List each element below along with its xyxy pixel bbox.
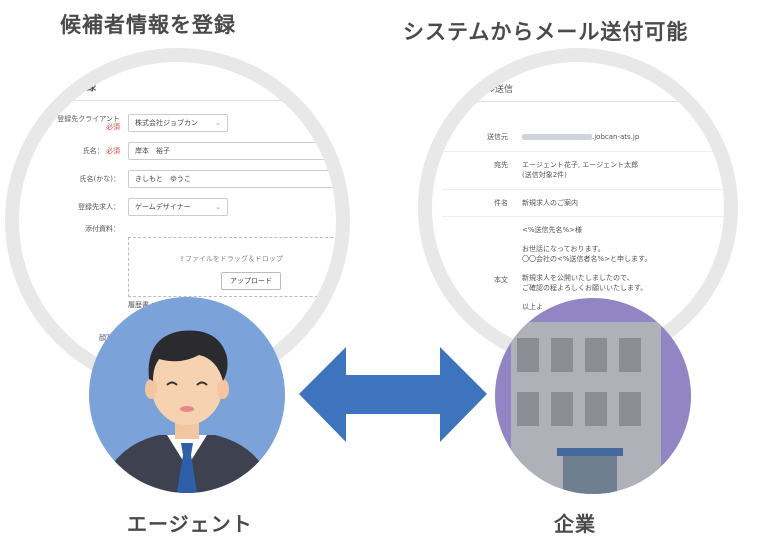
name-input[interactable]: 岸本 裕子 — [128, 142, 336, 160]
job-select[interactable]: ゲームデザイナー ⌄ — [128, 198, 228, 216]
required-mark: 必須 — [106, 146, 120, 155]
to-value: エージェント花子, エージェント太郎 — [522, 160, 639, 169]
attach-row: 添付資料： — [33, 221, 336, 237]
body-textarea[interactable]: <%送信先名%>様 お世話になっております。 〇〇会社の<%送信者名%>と申しま… — [522, 226, 652, 311]
mail-form-title: 一括メール送信 — [442, 76, 724, 102]
office-building-icon — [511, 322, 661, 494]
chevron-down-icon: ⌄ — [215, 203, 221, 211]
from-label: 送信元 — [487, 133, 508, 141]
client-row: 登録先クライアント 必須 株式会社ジョブカン ⌄ — [33, 109, 336, 137]
to-count: (送信対象2件) — [522, 171, 567, 179]
candidate-form-title: 候補者登録 — [33, 72, 336, 101]
from-domain: .jobcan-ats.jp — [592, 133, 640, 141]
subject-label: 件名 — [494, 198, 508, 207]
subject-value[interactable]: 新規求人のご案内 — [522, 198, 578, 207]
blurred-email — [522, 134, 592, 140]
drop-hint: ⇪ファイルをドラッグ＆ドロップ — [179, 255, 283, 263]
required-mark: 必須 — [106, 123, 120, 131]
to-row: 宛先 エージェント花子, エージェント太郎 (送信対象2件) — [442, 152, 724, 190]
client-select[interactable]: 株式会社ジョブカン ⌄ — [128, 114, 228, 132]
kana-row: 氏名(かな)： きしもと ゆうこ — [33, 165, 336, 193]
businessman-avatar-icon — [99, 330, 275, 493]
name-label: 氏名： — [82, 146, 104, 155]
heading-register-candidate: 候補者情報を登録 — [60, 13, 236, 37]
mail-form-panel: 一括メール送信 送信元 .jobcan-ats.jp 宛先 エージェント花子, … — [442, 76, 724, 320]
chevron-down-icon: ⌄ — [215, 119, 221, 127]
from-row: 送信元 .jobcan-ats.jp — [442, 124, 724, 152]
client-label: 登録先クライアント — [57, 114, 120, 123]
double-arrow-icon — [299, 347, 487, 442]
file-dropzone[interactable]: ⇪ファイルをドラッグ＆ドロップ アップロード — [128, 237, 336, 297]
job-row: 登録先求人： ゲームデザイナー ⌄ — [33, 193, 336, 221]
heading-send-mail: システムからメール送付可能 — [403, 20, 689, 44]
to-label: 宛先 — [494, 160, 508, 169]
agent-avatar-circle — [89, 297, 285, 493]
body-label: 本文 — [494, 276, 508, 284]
attach-label: 添付資料： — [85, 224, 120, 233]
candidate-form-panel: 候補者登録 登録先クライアント 必須 株式会社ジョブカン ⌄ 氏名： 必須 岸本… — [33, 72, 336, 347]
agent-label: エージェント — [127, 512, 253, 536]
kana-input[interactable]: きしもと ゆうこ — [128, 170, 336, 188]
upload-button[interactable]: アップロード — [221, 272, 281, 290]
company-circle — [495, 298, 691, 494]
job-label: 登録先求人： — [78, 202, 120, 211]
body-row: 本文 <%送信先名%>様 お世話になっております。 〇〇会社の<%送信者名%>と… — [442, 217, 724, 320]
name-row: 氏名： 必須 岸本 裕子 — [33, 137, 336, 165]
kana-label: 氏名(かな)： — [79, 174, 120, 183]
subject-row: 件名 新規求人のご案内 — [442, 190, 724, 217]
company-label: 企業 — [554, 512, 596, 536]
